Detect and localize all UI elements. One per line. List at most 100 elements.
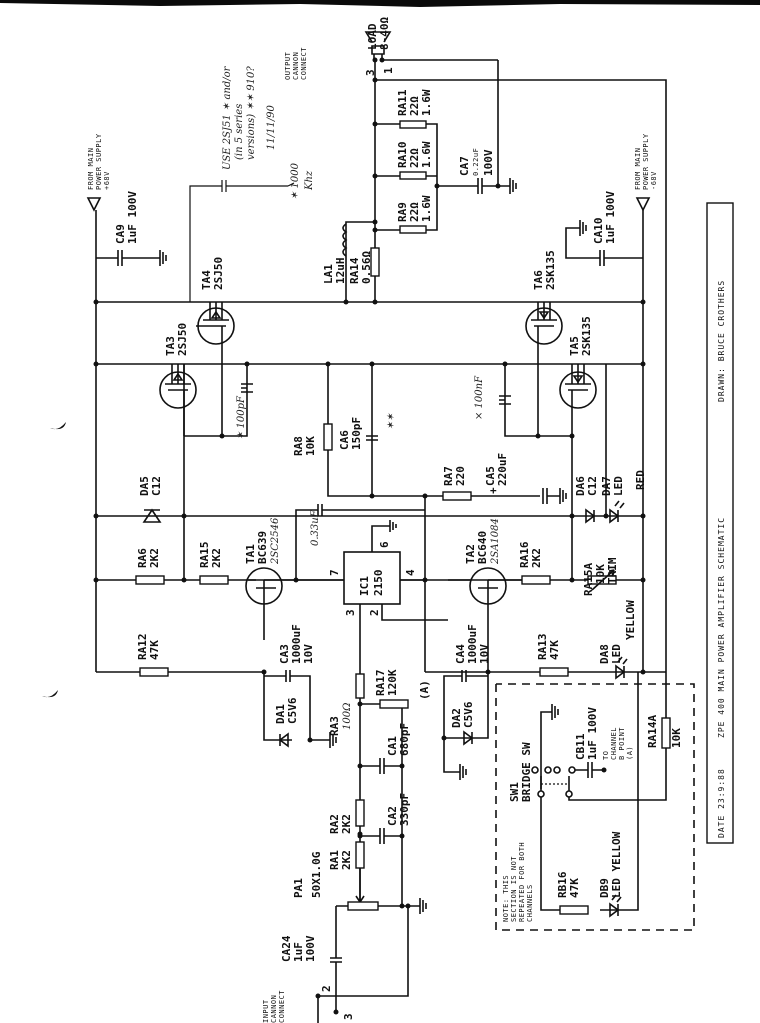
- svg-text:TA2: TA2: [464, 544, 477, 564]
- svg-text:CA24: CA24: [280, 935, 293, 962]
- svg-text:CB11: CB11: [574, 733, 587, 760]
- svg-text:LED YELLOW: LED YELLOW: [610, 831, 623, 898]
- svg-text:+: +: [490, 484, 497, 497]
- resistor-ra9: [399, 225, 427, 234]
- punch-mark: [50, 422, 66, 430]
- svg-text:NOTE: THIS: NOTE: THIS: [502, 875, 510, 922]
- svg-text:10K: 10K: [670, 728, 683, 748]
- svg-text:RA3: RA3: [328, 716, 341, 736]
- svg-text:100Ω: 100Ω: [342, 703, 353, 730]
- resistor-ra14: [370, 247, 380, 277]
- zener-da1: [278, 732, 289, 748]
- svg-text:2SJ50: 2SJ50: [212, 257, 225, 290]
- svg-text:2150: 2150: [372, 570, 385, 597]
- svg-text:DA2: DA2: [450, 708, 463, 728]
- svg-text:12uH: 12uH: [334, 258, 347, 285]
- resistor-ra8: [323, 423, 333, 451]
- svg-text:LA1: LA1: [322, 264, 335, 284]
- svg-text:FROM MAIN: FROM MAIN: [634, 148, 642, 190]
- svg-text:RA16: RA16: [518, 541, 531, 568]
- svg-text:USE 2SJ51 ✶ and/or: USE 2SJ51 ✶ and/or: [222, 65, 233, 170]
- mosfet-arrow-icon: [538, 311, 550, 320]
- svg-text:CA6: CA6: [338, 430, 351, 450]
- switch-contact-icon: [568, 766, 576, 774]
- svg-text:RA13: RA13: [536, 634, 549, 661]
- svg-text:SW1: SW1: [508, 782, 521, 802]
- diode-da6-da7: DA6 C12 DA7 LED RED: [569, 364, 647, 524]
- svg-text:C12: C12: [150, 476, 163, 496]
- svg-text:RA8: RA8: [292, 436, 305, 456]
- switch-pivot-icon: [537, 790, 545, 798]
- svg-text:0.22uF: 0.22uF: [472, 148, 480, 176]
- svg-text:RA11: RA11: [396, 89, 409, 116]
- svg-text:C5V6: C5V6: [462, 701, 475, 728]
- inductor-la1: [342, 223, 348, 257]
- svg-text:RA7: RA7: [442, 466, 455, 486]
- svg-text:CA2: CA2: [386, 806, 399, 826]
- led-db9: [609, 672, 639, 918]
- svg-text:RA15: RA15: [198, 542, 211, 569]
- mosfet-arrow-icon: [572, 375, 584, 384]
- svg-text:2K2: 2K2: [210, 548, 223, 568]
- supply-arrow-icon: [86, 197, 102, 212]
- svg-text:CANNON: CANNON: [270, 995, 278, 1023]
- punch-mark: [42, 690, 58, 698]
- svg-text:120K: 120K: [386, 669, 399, 696]
- svg-text:CHANNEL: CHANNEL: [610, 727, 618, 760]
- svg-text:47K: 47K: [548, 640, 561, 660]
- svg-text:TA5: TA5: [568, 336, 581, 356]
- svg-text:100V: 100V: [482, 149, 495, 176]
- svg-text:1uF: 1uF: [292, 942, 305, 962]
- svg-text:220uF: 220uF: [496, 453, 509, 486]
- svg-text:POWER SUPPLY: POWER SUPPLY: [95, 133, 103, 190]
- svg-text:LED: LED: [612, 476, 625, 496]
- cap-100n-note: × 100nF: [474, 375, 485, 420]
- svg-text:BC639: BC639: [256, 531, 269, 564]
- svg-text:TA3: TA3: [164, 336, 177, 356]
- resistor-ra13: [539, 667, 569, 677]
- diode-da5: DA5 C12: [138, 476, 187, 523]
- svg-text:+68V: +68V: [103, 171, 111, 190]
- bridge-section: SW1 BRIDGE SW CB11 1uF 100V TO CHANNEL B…: [495, 672, 695, 931]
- title-text: ZPE 400 MAIN POWER AMPLIFIER SCHEMATIC: [717, 517, 726, 738]
- ic1: IC1 2150 7 6 4 3 2: [296, 520, 448, 672]
- switch-contact-icon: [544, 766, 552, 774]
- svg-text:CONNECT: CONNECT: [300, 47, 308, 80]
- svg-text:RA15A: RA15A: [582, 563, 595, 596]
- ca9-label: CA9: [114, 224, 127, 244]
- switch-pivot-icon: [565, 790, 573, 798]
- svg-text:2K2: 2K2: [530, 548, 543, 568]
- svg-text:YELLOW: YELLOW: [624, 600, 637, 640]
- svg-text:TA1: TA1: [244, 544, 257, 564]
- svg-text:6: 6: [378, 541, 391, 548]
- svg-text:2: 2: [368, 609, 381, 616]
- resistor-ra1: [355, 841, 365, 869]
- svg-text:0.56Ω: 0.56Ω: [360, 251, 373, 284]
- svg-text:CONNECT: CONNECT: [278, 990, 286, 1023]
- svg-text:CA4: CA4: [454, 644, 467, 664]
- ca10-label: CA10: [592, 218, 605, 245]
- svg-text:C5V6: C5V6: [286, 697, 299, 724]
- svg-text:REPEATED FOR BOTH: REPEATED FOR BOTH: [518, 842, 526, 922]
- svg-text:TA4: TA4: [200, 270, 213, 290]
- svg-text:CA5: CA5: [484, 466, 497, 486]
- svg-text:DA5: DA5: [138, 476, 151, 496]
- svg-text:10V: 10V: [478, 644, 491, 664]
- svg-text:BRIDGE SW: BRIDGE SW: [520, 742, 533, 802]
- svg-text:CA3: CA3: [278, 644, 291, 664]
- svg-text:2K2: 2K2: [340, 814, 353, 834]
- svg-text:2K2: 2K2: [148, 548, 161, 568]
- svg-text:✶✶: ✶✶: [386, 413, 397, 430]
- svg-text:PA1: PA1: [292, 878, 305, 898]
- transistor-ta1: TA1 BC639 2SC2546: [244, 517, 283, 640]
- mosfet-arrow-icon: [172, 372, 184, 381]
- svg-text:2: 2: [320, 985, 333, 992]
- svg-text:RA14A: RA14A: [646, 715, 659, 748]
- svg-text:CA1: CA1: [386, 736, 399, 756]
- svg-text:DB9: DB9: [598, 878, 611, 898]
- switch-contact-icon: [553, 766, 561, 774]
- svg-text:SECTION IS NOT: SECTION IS NOT: [510, 856, 518, 922]
- svg-text:2SK135: 2SK135: [544, 250, 557, 290]
- supply-arrow-icon: [635, 197, 651, 212]
